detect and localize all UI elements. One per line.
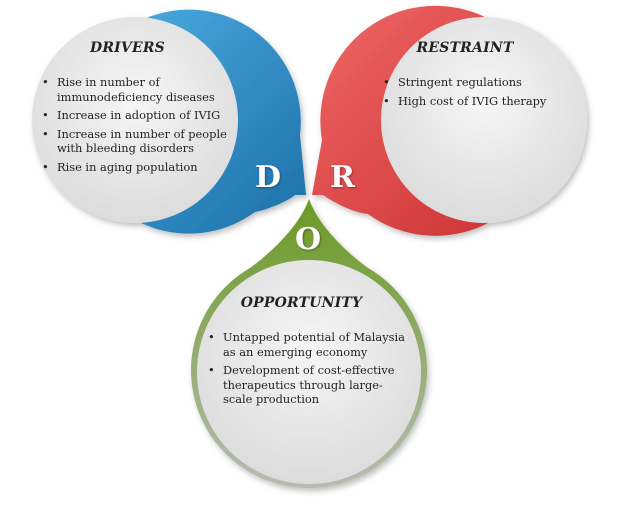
restraint-item: Stringent regulations bbox=[381, 75, 561, 90]
opportunity-title: OPPORTUNITY bbox=[240, 295, 363, 311]
drivers-item: Rise in aging population bbox=[40, 160, 245, 175]
drivers-item: Rise in number of immunodeficiency disea… bbox=[40, 75, 245, 104]
opportunity-letter: O bbox=[295, 222, 322, 257]
restraint-list: Stringent regulations High cost of IVIG … bbox=[381, 75, 561, 108]
restraint-shape bbox=[312, 5, 587, 236]
drivers-letter: D bbox=[255, 160, 282, 195]
drivers-list: Rise in number of immunodeficiency disea… bbox=[40, 75, 245, 175]
opportunity-list: Untapped potential of Malaysia as an eme… bbox=[206, 330, 411, 407]
restraint-letter: R bbox=[330, 160, 355, 195]
drivers-title: DRIVERS bbox=[89, 40, 165, 56]
opportunity-item: Untapped potential of Malaysia as an eme… bbox=[206, 330, 411, 359]
drivers-panel: DRIVERS Rise in number of immunodeficien… bbox=[40, 40, 245, 179]
drivers-item: Increase in number of people with bleedi… bbox=[40, 127, 245, 156]
drivers-item: Increase in adoption of IVIG bbox=[40, 108, 245, 123]
opportunity-item: Development of cost-effective therapeuti… bbox=[206, 363, 411, 407]
restraint-panel: RESTRAINT Stringent regulations High cos… bbox=[381, 40, 561, 112]
restraint-title: RESTRAINT bbox=[416, 40, 514, 56]
restraint-item: High cost of IVIG therapy bbox=[381, 94, 561, 109]
opportunity-panel: OPPORTUNITY Untapped potential of Malays… bbox=[206, 295, 411, 411]
